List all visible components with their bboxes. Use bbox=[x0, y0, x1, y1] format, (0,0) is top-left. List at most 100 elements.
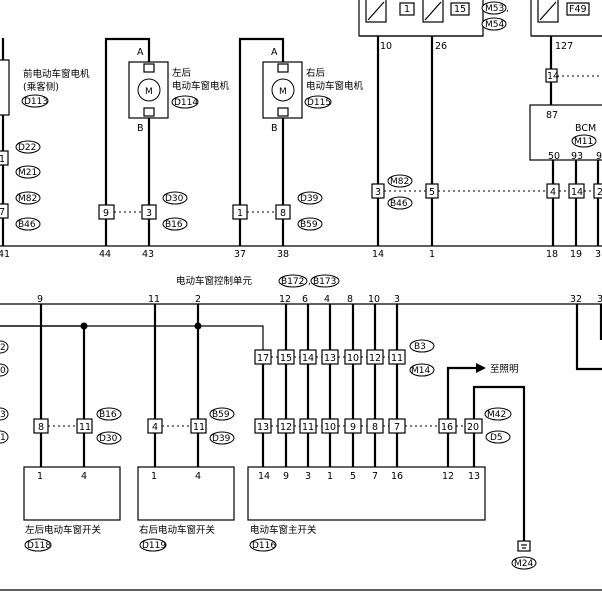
svg-text:1: 1 bbox=[429, 249, 435, 260]
front-passenger-motor: 1 7 前电动车窗电机 (乘客侧) D113 D22 M21 M82 B46 bbox=[0, 38, 90, 246]
svg-text:M42: M42 bbox=[487, 410, 506, 420]
bcm-label: BCM bbox=[575, 123, 596, 134]
svg-text:3: 3 bbox=[597, 294, 602, 305]
svg-text:10: 10 bbox=[368, 294, 380, 305]
ecu-label: 电动车窗控制单元 bbox=[176, 275, 253, 287]
svg-text:12: 12 bbox=[369, 353, 381, 364]
svg-text:M: M bbox=[145, 87, 153, 97]
fuse-15: 15 bbox=[454, 4, 466, 15]
svg-text:3: 3 bbox=[305, 471, 311, 482]
svg-text:D118: D118 bbox=[27, 541, 51, 551]
main-switch-box bbox=[247, 466, 486, 521]
bcm-pin-50: 50 bbox=[548, 151, 560, 162]
svg-text:9: 9 bbox=[37, 294, 43, 305]
svg-text:17: 17 bbox=[257, 353, 269, 364]
svg-text:M82: M82 bbox=[18, 194, 37, 204]
svg-text:12: 12 bbox=[442, 471, 454, 482]
svg-text:A: A bbox=[271, 47, 278, 58]
svg-text:11: 11 bbox=[302, 422, 314, 433]
ground-code: M24 bbox=[514, 559, 533, 569]
svg-text:9: 9 bbox=[103, 208, 109, 219]
rl-switch-label: 左后电动车窗开关 bbox=[25, 524, 102, 536]
svg-text:32: 32 bbox=[570, 294, 582, 305]
svg-text:4: 4 bbox=[195, 471, 201, 482]
svg-text:5: 5 bbox=[350, 471, 356, 482]
svg-text:18: 18 bbox=[546, 249, 558, 260]
svg-text:7: 7 bbox=[394, 422, 400, 433]
rr-motor-line1: 右后 bbox=[306, 67, 326, 79]
svg-text:1: 1 bbox=[0, 154, 5, 165]
rl-motor-line1: 左后 bbox=[172, 67, 192, 79]
svg-text:41: 41 bbox=[0, 249, 10, 260]
rl-switch-box bbox=[23, 466, 121, 521]
front-motor-code: D113 bbox=[24, 97, 48, 107]
svg-text:38: 38 bbox=[277, 249, 289, 260]
svg-text:D5: D5 bbox=[490, 433, 503, 443]
svg-text:5: 5 bbox=[429, 187, 435, 198]
svg-text:9: 9 bbox=[283, 471, 289, 482]
rear-left-motor: A M B 左后 电动车窗电机 D114 9 3 D30 B16 bbox=[98, 37, 230, 246]
top-pin-127: 127 bbox=[555, 41, 573, 52]
top-pin-26: 26 bbox=[435, 41, 447, 52]
svg-text:15: 15 bbox=[280, 353, 292, 364]
bcm-pin-9: 9 bbox=[596, 151, 602, 162]
svg-text:13: 13 bbox=[324, 353, 336, 364]
svg-text:D115: D115 bbox=[307, 98, 331, 108]
code-m54: M54 bbox=[485, 20, 504, 30]
svg-text:11: 11 bbox=[193, 422, 205, 433]
svg-text:B172: B172 bbox=[281, 277, 304, 287]
svg-text:B16: B16 bbox=[165, 220, 183, 230]
svg-text:13: 13 bbox=[468, 471, 480, 482]
svg-text:B59: B59 bbox=[212, 410, 230, 420]
svg-text:8: 8 bbox=[372, 422, 378, 433]
svg-text:14: 14 bbox=[372, 249, 384, 260]
svg-text:7: 7 bbox=[0, 207, 5, 218]
svg-text:B59: B59 bbox=[300, 220, 318, 230]
rr-switch-label: 右后电动车窗开关 bbox=[139, 524, 216, 536]
svg-text:4: 4 bbox=[152, 422, 158, 433]
svg-text:D30: D30 bbox=[165, 194, 184, 204]
svg-text:11: 11 bbox=[79, 422, 91, 433]
svg-text:37: 37 bbox=[234, 249, 246, 260]
svg-text:3: 3 bbox=[146, 208, 152, 219]
svg-text:12: 12 bbox=[279, 294, 291, 305]
svg-text:M: M bbox=[279, 87, 287, 97]
svg-text:D30: D30 bbox=[99, 434, 118, 444]
svg-text:7: 7 bbox=[372, 471, 378, 482]
rear-right-motor: A M B 右后 电动车窗电机 D115 1 8 D39 B59 bbox=[232, 37, 364, 246]
svg-text:B: B bbox=[137, 123, 144, 134]
svg-text:D114: D114 bbox=[174, 98, 198, 108]
svg-text:2: 2 bbox=[0, 343, 6, 353]
svg-text:3: 3 bbox=[375, 187, 381, 198]
svg-text:M21: M21 bbox=[18, 168, 37, 178]
svg-text:19: 19 bbox=[570, 249, 582, 260]
svg-text:B46: B46 bbox=[390, 199, 408, 209]
svg-text:4: 4 bbox=[324, 294, 330, 305]
svg-text:2: 2 bbox=[195, 294, 201, 305]
svg-text:1: 1 bbox=[0, 433, 6, 443]
svg-text:,: , bbox=[308, 277, 311, 287]
svg-text:1: 1 bbox=[151, 471, 157, 482]
lighting-label: 至照明 bbox=[490, 364, 519, 375]
svg-text:1: 1 bbox=[327, 471, 333, 482]
svg-text:20: 20 bbox=[467, 422, 479, 433]
fuse-f49: F49 bbox=[569, 4, 587, 15]
main-switch-label: 电动车窗主开关 bbox=[250, 524, 317, 536]
svg-text:M14: M14 bbox=[411, 366, 430, 376]
svg-text:4: 4 bbox=[550, 187, 556, 198]
svg-text:14: 14 bbox=[258, 471, 270, 482]
svg-text:D39: D39 bbox=[212, 434, 231, 444]
rr-motor-line2: 电动车窗电机 bbox=[306, 80, 364, 92]
svg-text:8: 8 bbox=[38, 422, 44, 433]
svg-text:3: 3 bbox=[0, 410, 6, 420]
svg-text:D119: D119 bbox=[142, 541, 166, 551]
bcm-box bbox=[529, 104, 602, 161]
svg-text:0: 0 bbox=[0, 366, 6, 376]
svg-text:11: 11 bbox=[391, 353, 403, 364]
svg-text:14: 14 bbox=[302, 353, 314, 364]
svg-text:B3: B3 bbox=[414, 342, 426, 352]
code-m53: M53 bbox=[485, 4, 504, 14]
svg-text:4: 4 bbox=[81, 471, 87, 482]
bcm-pin-93: 93 bbox=[571, 151, 583, 162]
svg-text:43: 43 bbox=[142, 249, 154, 260]
